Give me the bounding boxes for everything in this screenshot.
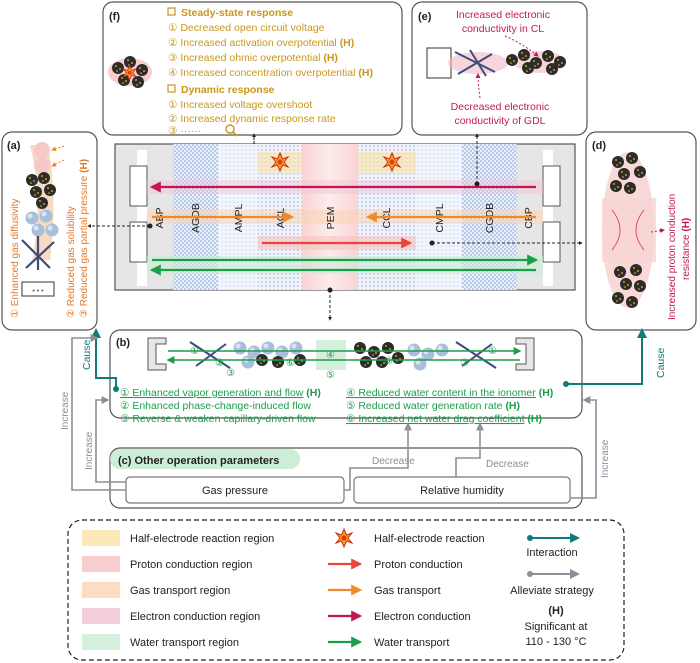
swatch-gas-region (82, 582, 120, 598)
b-right-item-1: ④ Reduced water content in the ionomer (… (346, 387, 553, 399)
legend-arrow-2: Proton conduction (374, 559, 463, 571)
panel-a-item-3: ③ Reduced gas partial pressure (H) (79, 159, 90, 318)
increase-label-3: Increase (600, 439, 611, 478)
label-pem: PEM (325, 207, 337, 230)
panel-f-label: (f) (109, 11, 120, 23)
cause-label-right: Cause (655, 347, 667, 378)
cl-text-line2: conductivity in CL (462, 23, 544, 35)
panel-d: (d) Increased proton conduction resistan… (585, 131, 697, 331)
panel-c-label: (c) Other operation parameters (118, 455, 279, 467)
cl-text-line1: Increased electronic (456, 9, 550, 21)
increase-label-1: Increase (60, 391, 71, 430)
panel-a-label: (a) (7, 140, 21, 152)
panel-c: (c) Other operation parameters Gas press… (109, 447, 583, 509)
dynamic-header: Dynamic response (181, 84, 275, 96)
legend-region-3: Gas transport region (130, 585, 230, 597)
b-num-5: ⑤ (326, 370, 335, 381)
decrease-label-1: Decrease (372, 456, 415, 467)
panel-d-label: (d) (592, 140, 606, 152)
gdl-text-line1: Decreased electronic (451, 101, 550, 113)
gas-pressure-text: Gas pressure (202, 485, 268, 497)
steady-icon (108, 56, 152, 88)
b-right-item-2: ⑤ Reduced water generation rate (H) (346, 400, 520, 412)
panel-f: (f) Steady-state response ① Decreased op… (102, 1, 403, 137)
cause-label-left: Cause (81, 339, 93, 370)
steady-item-1: ① Decreased open circuit voltage (168, 22, 325, 34)
magnifier-icon (225, 124, 238, 137)
steady-item-4: ④ Increased concentration overpotential … (168, 67, 373, 79)
panel-a-item-2: ② Reduced gas solubility (66, 206, 77, 318)
legend-h-desc-2: 110 - 130 °C (525, 636, 586, 648)
panel-e: (e) Increased electronic conductivity in… (411, 1, 588, 136)
legend-arrow-5: Water transport (374, 637, 449, 649)
swatch-water-region (82, 634, 120, 650)
checkbox-dynamic-icon (167, 84, 176, 93)
dynamic-item-1: ① Increased voltage overshoot (168, 99, 312, 111)
legend-region-4: Electron conduction region (130, 611, 260, 623)
legend-arrow-1: Half-electrode reaction (374, 533, 485, 545)
legend-region-5: Water transport region (130, 637, 239, 649)
decrease-label-2: Decrease (486, 459, 529, 470)
b-num-6-right: ⑥ (384, 356, 393, 367)
svg-text:• • •: • • • (32, 288, 44, 295)
relative-humidity-text: Relative humidity (420, 485, 504, 497)
panel-a-item-1: ① Enhanced gas diffusivity (10, 199, 21, 318)
b-num-1-right: ① (488, 346, 497, 357)
panel-b: (b) ① ① ② ② (109, 329, 583, 425)
dynamic-item-3: ③ ······ (168, 125, 201, 137)
legend-arrow-3: Gas transport (374, 585, 441, 597)
steady-header: Steady-state response (181, 7, 293, 19)
fuel-cell: ABP AGDB AMPL ACL PEM CCL CMPL CGDB CBP (114, 143, 576, 291)
relative-humidity-box (353, 476, 571, 504)
b-num-6-left: ⑥ (286, 358, 295, 369)
b-right-item-3: ⑥ Increased net water drag coefficient (… (346, 413, 542, 425)
swatch-electron-region (82, 608, 120, 624)
checkbox-steady-icon (167, 7, 176, 16)
panel-b-label: (b) (116, 337, 130, 349)
gdl-text-line2: conductivity of GDL (454, 115, 545, 127)
panel-e-label: (e) (418, 11, 432, 23)
steady-item-3: ③ Increased ohmic overpotential (H) (168, 52, 338, 64)
b-num-2-right: ② (460, 358, 469, 369)
legend-interaction: Interaction (526, 547, 577, 559)
increase-label-2: Increase (84, 431, 95, 470)
steady-item-2: ② Increased activation overpotential (H) (168, 37, 354, 49)
b-left-item-3: ③ Reverse & weaken capillary-driven flow (120, 413, 316, 425)
b-left-item-2: ② Enhanced phase-change-induced flow (120, 400, 311, 412)
b-num-3: ③ (226, 368, 235, 379)
swatch-reaction-region (82, 530, 120, 546)
legend-arrow-4: Electron conduction (374, 611, 471, 623)
legend-h-mark: (H) (548, 605, 564, 617)
b-num-4: ④ (326, 350, 335, 361)
swatch-proton-region (82, 556, 120, 572)
b-num-2-left: ② (215, 358, 224, 369)
legend-region-2: Proton conduction region (130, 559, 252, 571)
dynamic-item-2: ② Increased dynamic response rate (168, 113, 336, 125)
legend: Half-electrode reaction region Proton co… (67, 519, 625, 661)
legend-region-1: Half-electrode reaction region (130, 533, 274, 545)
panel-d-text-line2: resistance (H) (681, 218, 692, 280)
panel-d-text-line1: Increased proton conduction (667, 194, 678, 320)
legend-h-desc-1: Significant at (525, 621, 588, 633)
b-left-item-1: ① Enhanced vapor generation and flow (H) (120, 387, 321, 399)
alleviate-arrows (71, 334, 597, 499)
cause-arrows: Cause Cause (81, 328, 667, 392)
legend-alleviate: Alleviate strategy (510, 585, 594, 597)
b-num-1-left: ① (190, 346, 199, 357)
panel-a: (a) • • • ① Enhanced gas diffusivity ② R… (1, 131, 98, 331)
